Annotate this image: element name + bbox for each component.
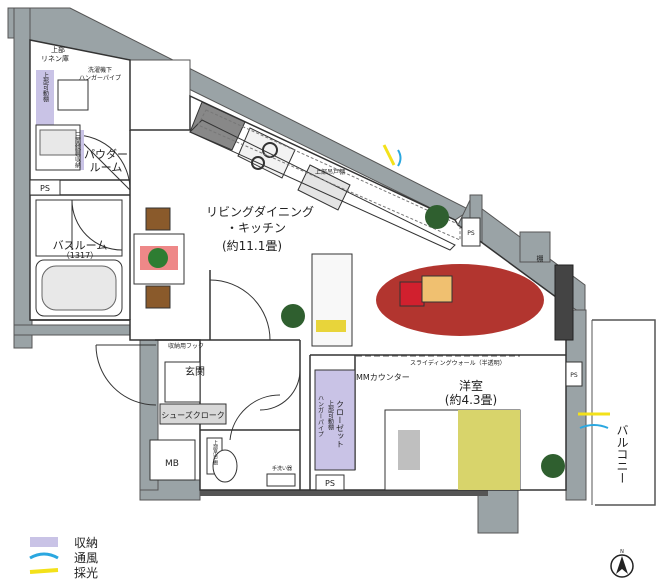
chair-cushion: [316, 320, 346, 332]
cushion-red: [399, 281, 425, 307]
pillow: [398, 430, 420, 470]
entrance-label: 玄関: [185, 365, 205, 378]
building-walls: [7, 7, 587, 534]
door-swings: [71, 134, 301, 441]
ps-label-closet: PS: [325, 479, 335, 488]
ps-label-bath: PS: [40, 184, 50, 193]
handwash-label: 手洗い器: [272, 465, 292, 472]
living-area: (約11.1畳): [222, 238, 282, 253]
shelf-left-label: 上部可動棚: [42, 71, 49, 103]
legend-label-light: 採光: [74, 566, 98, 580]
plant-icon: [541, 454, 565, 478]
kitchen: [189, 101, 461, 251]
stove-burner-icon: [251, 156, 265, 170]
cushion-yellow: [421, 275, 453, 303]
plant-icon: [281, 304, 305, 328]
small-shelf-label: 棚: [537, 254, 544, 263]
light-mark-icon: [382, 144, 396, 166]
compass-letter: N: [620, 549, 624, 555]
mm-counter-label: MMカウンター: [356, 373, 410, 382]
hanger-pipe-line1: 洗濯機下: [88, 66, 112, 74]
living-name-line1: リビングダイニング: [206, 204, 314, 219]
legend-swatch-storage: [30, 537, 58, 547]
bath-size: （1317）: [62, 251, 98, 260]
legend-swatch-light: [29, 568, 59, 574]
wind-mark-icon: [397, 149, 402, 167]
powder-line1: パウダー: [84, 147, 128, 161]
linen-line2: リネン庫: [41, 54, 69, 63]
bath-fixtures: [35, 124, 123, 317]
wind-mark-icon: [579, 424, 609, 429]
plants: [148, 205, 565, 478]
ps-label-balcony: PS: [570, 372, 578, 379]
counter-shelf: [311, 253, 353, 347]
hanger-hook-label: 収納用フック: [168, 342, 204, 350]
handwash-basin: [266, 473, 296, 487]
ps-box-closet: [315, 474, 345, 491]
plant-icon: [425, 205, 449, 229]
ps-box-balcony: [565, 361, 583, 387]
linen-line1: 上部: [51, 45, 65, 54]
western-area: (約4.3畳): [445, 392, 497, 407]
kitchen-shelf-label: 上部吊戸棚: [315, 168, 345, 176]
utility-boxes: [29, 179, 583, 491]
tv-board: [554, 264, 574, 341]
tri-storage-label: 三面鏡裏収納: [74, 132, 81, 169]
dining-chair: [145, 285, 171, 309]
sliding-wall-label: スライディングウォール（半透明）: [410, 359, 506, 367]
dining-chair: [145, 207, 171, 231]
mb-box: [149, 439, 196, 481]
plant-icon: [148, 248, 168, 268]
legend-label-wind: 通風: [74, 551, 98, 565]
upper-shelf-closet-label: 上部可動棚: [327, 399, 334, 431]
ps-label-kitchen: PS: [467, 230, 475, 237]
shoes-cloak-label: シューズクローク: [161, 410, 225, 420]
living-name-line2: ・キッチン: [226, 221, 286, 235]
legend-label-storage: 収納: [74, 536, 98, 550]
balcony-label: バルコニー: [615, 424, 629, 484]
toilet-shelf-label: 上部吊戸棚: [212, 439, 218, 466]
bed-cover: [458, 410, 520, 490]
powder-line2: ルーム: [90, 161, 123, 174]
north-compass: N: [610, 549, 634, 578]
furniture: [133, 207, 574, 491]
storage-areas: [36, 70, 356, 475]
ps-box-kitchen: [461, 217, 481, 247]
ps-box-bath: [29, 179, 61, 196]
western-name: 洋室: [459, 378, 483, 393]
hanger-pipe-line2: ハンガーパイプ: [79, 74, 121, 82]
legend-swatch-wind: [29, 552, 59, 560]
legend: 収納 通風 採光: [29, 536, 98, 580]
labels: リビングダイニング ・キッチン (約11.1畳) 洋室 (約4.3畳) パウダー…: [40, 45, 629, 488]
north-arrow-icon: [616, 556, 628, 574]
mb-label: MB: [165, 459, 179, 469]
bath-name: バスルーム: [53, 239, 108, 252]
hanger-closet-label: ハンガーパイプ: [317, 395, 324, 437]
toilet-icon: [212, 449, 238, 483]
closet-label: クローゼット: [336, 400, 345, 448]
airflow-light-marks: [382, 144, 610, 429]
